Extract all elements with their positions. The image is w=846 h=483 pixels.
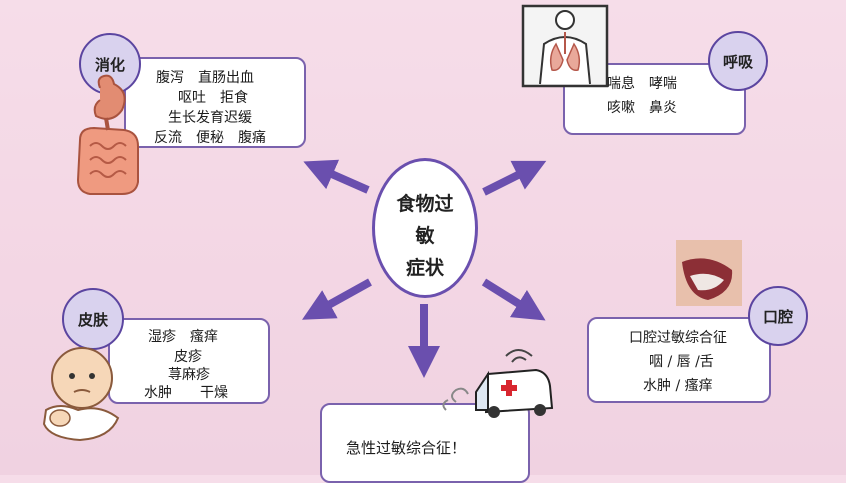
- skin-line-1: 湿疹 瘙痒: [148, 329, 218, 345]
- digestion-box: 腹泻 直肠出血 呕吐 拒食 生长发育迟缓 反流 便秘 腹痛: [124, 57, 306, 148]
- respiratory-title: 呼吸: [708, 31, 768, 91]
- respiratory-line-2: 咳嗽 鼻炎: [607, 100, 677, 116]
- center-line-1: 食物过: [396, 193, 454, 215]
- oral-line-3: 水肿 / 瘙痒: [643, 378, 713, 394]
- arrow-to-respiratory: [482, 160, 547, 196]
- digestion-line-2: 呕吐 拒食: [178, 90, 248, 106]
- arrow-to-oral: [481, 278, 546, 321]
- digestion-line-4: 反流 便秘 腹痛: [154, 130, 266, 146]
- arrow-to-digestion: [303, 159, 370, 194]
- center-food-allergy-symptoms: 食物过 敏 症状: [372, 158, 478, 298]
- digestion-title: 消化: [79, 33, 141, 95]
- arrow-to-skin: [302, 278, 372, 320]
- skin-line-3: 荨麻疹: [168, 367, 210, 383]
- respiratory-line-1: 喘息 哮喘: [607, 76, 677, 92]
- oral-box: 口腔过敏综合征 咽 / 唇 /舌 水肿 / 瘙痒: [587, 317, 771, 403]
- oral-line-2: 咽 / 唇 /舌: [649, 354, 714, 370]
- center-line-2: 敏: [415, 225, 435, 247]
- digestion-line-1: 腹泻 直肠出血: [156, 70, 254, 86]
- oral-title: 口腔: [748, 286, 808, 346]
- oral-line-1: 口腔过敏综合征: [629, 330, 727, 346]
- skin-line-4: 水肿 干燥: [144, 385, 228, 401]
- center-line-3: 症状: [405, 257, 444, 279]
- skin-title: 皮肤: [62, 288, 124, 350]
- digestion-line-3: 生长发育迟缓: [168, 110, 252, 126]
- skin-box: 湿疹 瘙痒 皮疹 荨麻疹 水肿 干燥: [108, 318, 270, 404]
- acute-box: 急性过敏综合征！: [320, 403, 530, 483]
- skin-line-2: 皮疹: [174, 349, 202, 365]
- acute-label: 急性过敏综合征！: [346, 439, 467, 457]
